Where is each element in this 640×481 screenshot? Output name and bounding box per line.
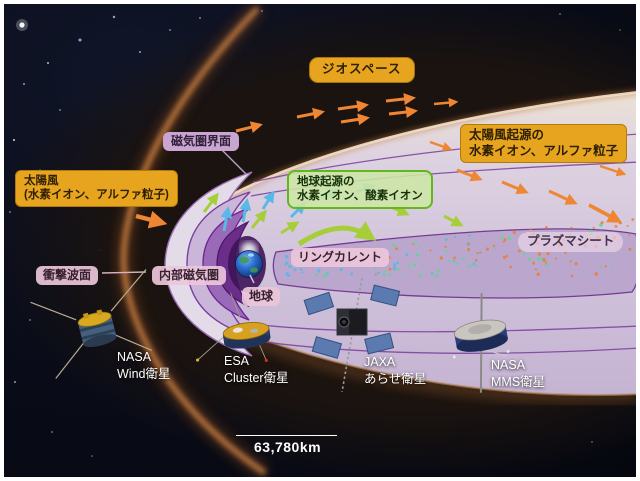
scale-bar: [236, 435, 337, 436]
wind-satellite-icon: [30, 268, 153, 379]
mms-satellite-icon: [452, 293, 510, 393]
earth-globe: [235, 242, 263, 278]
scale-bar-label: 63,780km: [254, 439, 322, 455]
magnetosphere-scene: [4, 4, 636, 477]
arase-satellite-icon: [303, 277, 401, 393]
cluster-satellite-icon: [195, 292, 271, 363]
